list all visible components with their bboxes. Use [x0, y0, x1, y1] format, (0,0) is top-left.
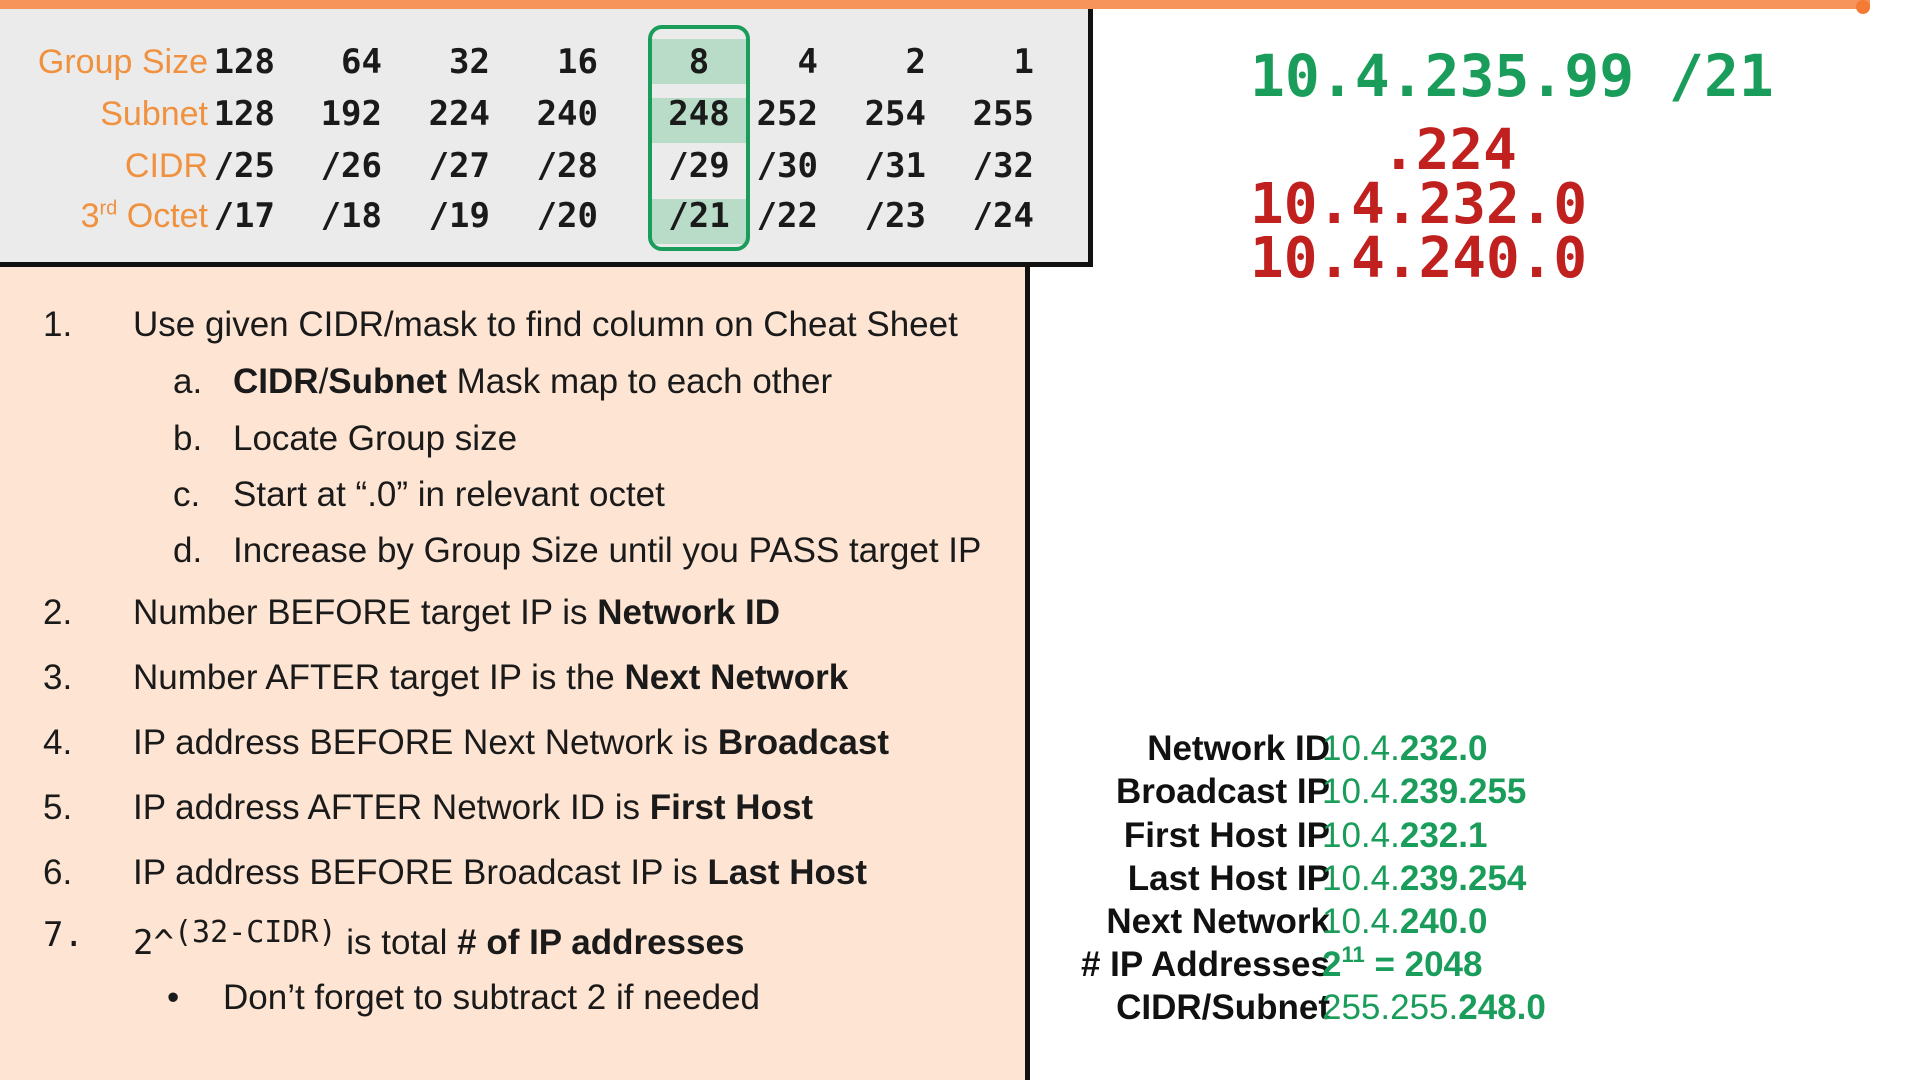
step-3: 3.Number AFTER target IP is the Next Net…: [43, 658, 849, 697]
octet-hint: .224: [1382, 118, 1517, 183]
subnet-cell: 252: [756, 94, 818, 134]
cidr-cell: /28: [536, 146, 598, 186]
step-1c: c.Start at “.0” in relevant octet: [173, 475, 665, 514]
highlight-column-box: [648, 25, 750, 251]
label-group-size: Group Size: [37, 43, 208, 81]
cidr-cell: /31: [864, 146, 926, 186]
group-size-cell: 2: [905, 42, 926, 82]
octet-cell: /20: [536, 196, 598, 236]
octet-cell: /19: [428, 196, 490, 236]
row-third-octet: 3rd Octet: [0, 191, 1088, 241]
result-last-host: Last Host IP 10.4.239.254: [1127, 859, 1527, 898]
step-6: 6.IP address BEFORE Broadcast IP is Last…: [43, 853, 867, 892]
row-group-size: Group Size: [0, 37, 1088, 87]
cidr-cell: /27: [428, 146, 490, 186]
upper-network: 10.4.240.0: [1250, 226, 1588, 291]
label-subnet: Subnet: [100, 95, 208, 133]
result-next-network: Next Network 10.4.240.0: [1106, 902, 1488, 941]
step-1: 1.Use given CIDR/mask to find column on …: [43, 305, 958, 344]
target-ip: 10.4.235.99 /21: [1250, 42, 1774, 110]
group-size-cell: 64: [341, 42, 382, 82]
step-5: 5.IP address AFTER Network ID is First H…: [43, 788, 814, 827]
group-size-cell: 8: [688, 42, 710, 82]
subnet-cell: 192: [320, 94, 382, 134]
top-accent-dot: [1856, 0, 1870, 14]
result-cidr-subnet: CIDR/Subnet 255.255.248.0: [1116, 988, 1546, 1027]
subnet-cell: 248: [668, 94, 730, 134]
octet-cell: /17: [213, 196, 275, 236]
subnet-cell: 255: [972, 94, 1034, 134]
cidr-cell: /26: [320, 146, 382, 186]
step-1b: b.Locate Group size: [173, 419, 518, 458]
row-subnet: Subnet: [0, 89, 1088, 139]
label-third-octet: 3rd Octet: [80, 197, 208, 235]
step-7: 7.2^(32-CIDR) is total # of IP addresses: [43, 915, 745, 963]
step-1a: a.CIDR/Subnet Mask map to each other: [173, 362, 833, 401]
result-network-id: Network ID 10.4.232.0: [1147, 729, 1488, 768]
octet-cell: /24: [972, 196, 1034, 236]
group-size-cell: 4: [797, 42, 818, 82]
subnet-cell: 254: [864, 94, 926, 134]
group-size-cell: 16: [557, 42, 598, 82]
steps-panel: 1.Use given CIDR/mask to find column on …: [0, 267, 1030, 1080]
exponent-formula: 2^(32-CIDR): [133, 915, 337, 963]
subnet-cell: 224: [428, 94, 490, 134]
highlight-band-group: [652, 39, 746, 84]
step-2: 2.Number BEFORE target IP is Network ID: [43, 593, 781, 632]
octet-cell: /23: [864, 196, 926, 236]
octet-cell: /22: [756, 196, 818, 236]
group-size-cell: 128: [213, 42, 275, 82]
group-size-cell: 1: [1013, 42, 1034, 82]
result-broadcast-ip: Broadcast IP 10.4.239.255: [1116, 772, 1527, 811]
subnet-cell: 240: [536, 94, 598, 134]
result-first-host: First Host IP 10.4.232.1: [1123, 816, 1488, 855]
cidr-cell: /29: [668, 146, 730, 186]
highlight-band-octet: [652, 199, 746, 244]
result-ip-count: # IP Addresses 211 = 2048: [1080, 942, 1483, 985]
cidr-cell: /32: [972, 146, 1034, 186]
step-4: 4.IP address BEFORE Next Network is Broa…: [43, 723, 889, 762]
top-accent-bar: [0, 0, 1870, 9]
step-1d: d.Increase by Group Size until you PASS …: [173, 531, 982, 570]
label-cidr: CIDR: [124, 147, 208, 185]
step-7-bullet: •Don’t forget to subtract 2 if needed: [167, 978, 760, 1017]
subnet-cell: 128: [213, 94, 275, 134]
octet-cell: /21: [668, 196, 730, 236]
group-size-cell: 32: [449, 42, 490, 82]
lower-network: 10.4.232.0: [1250, 172, 1588, 237]
octet-cell: /18: [320, 196, 382, 236]
highlight-band-subnet: [652, 98, 746, 143]
cidr-cell: /30: [756, 146, 818, 186]
row-cidr: CIDR: [0, 141, 1088, 191]
cidr-cell: /25: [213, 146, 275, 186]
